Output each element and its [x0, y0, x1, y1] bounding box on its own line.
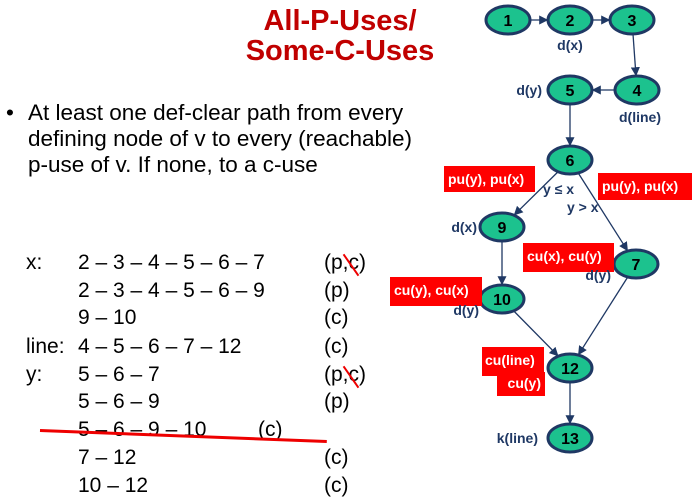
edge-condition: y > x — [567, 199, 599, 215]
node-3 — [608, 4, 656, 36]
node-label-1: 1 — [504, 13, 513, 30]
node-9 — [478, 211, 526, 243]
node-label-4: 4 — [633, 83, 642, 100]
node-label-7: 7 — [632, 257, 641, 274]
node-label-6: 6 — [566, 153, 575, 170]
edge-10-12 — [513, 310, 559, 357]
pu-label: pu(y), pu(x) — [602, 178, 678, 194]
row-kind: (c) — [258, 418, 283, 441]
row-kind: (p) — [324, 390, 350, 413]
edge-7-12 — [578, 276, 629, 356]
node-2 — [546, 4, 594, 36]
bullet-point: • At least one def-clear path from every … — [6, 100, 426, 178]
edge-6-7 — [577, 172, 628, 252]
row-path: 2 – 3 – 4 – 5 – 6 – 7 — [78, 251, 265, 274]
edge-3-4 — [630, 33, 640, 77]
edge-6-9 — [513, 171, 559, 216]
row-kind: (c) — [324, 446, 349, 469]
node-12 — [546, 352, 594, 384]
kill-label: k(line) — [497, 430, 538, 446]
node-label-9: 9 — [498, 220, 507, 237]
def-label: d(y) — [585, 267, 611, 283]
node-label-10: 10 — [493, 292, 511, 309]
row-path: 4 – 5 – 6 – 7 – 12 — [78, 335, 242, 358]
red-label-box — [390, 277, 482, 306]
row-path: 9 – 10 — [78, 306, 137, 329]
row-kind: (c) — [324, 474, 349, 497]
red-label-box — [523, 243, 614, 272]
row-path: 5 – 6 – 7 — [78, 363, 160, 386]
node-13 — [546, 422, 594, 454]
red-label-box — [497, 372, 545, 396]
def-label: d(x) — [557, 37, 583, 53]
row-kind: (c) — [324, 306, 349, 329]
node-label-13: 13 — [561, 431, 579, 448]
row-path: 5 – 6 – 9 — [78, 390, 160, 413]
row-kind: (c) — [324, 335, 349, 358]
def-label: d(y) — [453, 302, 479, 318]
slide-title: All-P-Uses/ Some-C-Uses — [200, 6, 480, 66]
row-path: 7 – 12 — [78, 446, 137, 469]
title-line-2: Some-C-Uses — [245, 35, 435, 67]
def-label: d(x) — [451, 219, 477, 235]
red-label-box — [482, 347, 544, 376]
node-label-2: 2 — [566, 13, 575, 30]
row-kind: (p) — [324, 279, 350, 302]
row-path: 2 – 3 – 4 – 5 – 6 – 9 — [78, 279, 265, 302]
pu-label: pu(y), pu(x) — [448, 171, 524, 187]
node-5 — [546, 74, 594, 106]
node-label-3: 3 — [628, 13, 637, 30]
title-line-1: All-P-Uses/ — [263, 5, 417, 37]
row-label: x: — [26, 251, 43, 274]
edge-condition: y ≤ x — [543, 181, 574, 197]
node-6 — [546, 144, 594, 176]
row-path: 10 – 12 — [78, 474, 149, 497]
bullet-text: At least one def-clear path from every d… — [28, 100, 412, 177]
def-label: d(y) — [516, 82, 542, 98]
cu-label: cu(x), cu(y) — [527, 248, 602, 264]
row-kind: (p,c) — [324, 363, 366, 386]
def-label: d(line) — [619, 109, 661, 125]
row-label: line: — [26, 335, 65, 358]
row-kind: (p,c) — [324, 251, 366, 274]
node-1 — [484, 4, 532, 36]
node-label-12: 12 — [561, 361, 579, 378]
cu-label: cu(line) — [485, 352, 535, 368]
red-label-box — [598, 173, 692, 200]
cu-label: cu(y), cu(x) — [394, 282, 469, 298]
bullet-icon: • — [6, 100, 14, 125]
node-label-5: 5 — [566, 83, 575, 100]
red-label-box — [444, 166, 535, 192]
cu-label: cu(y) — [508, 375, 541, 391]
node-4 — [613, 74, 661, 106]
row-label: y: — [26, 363, 43, 386]
